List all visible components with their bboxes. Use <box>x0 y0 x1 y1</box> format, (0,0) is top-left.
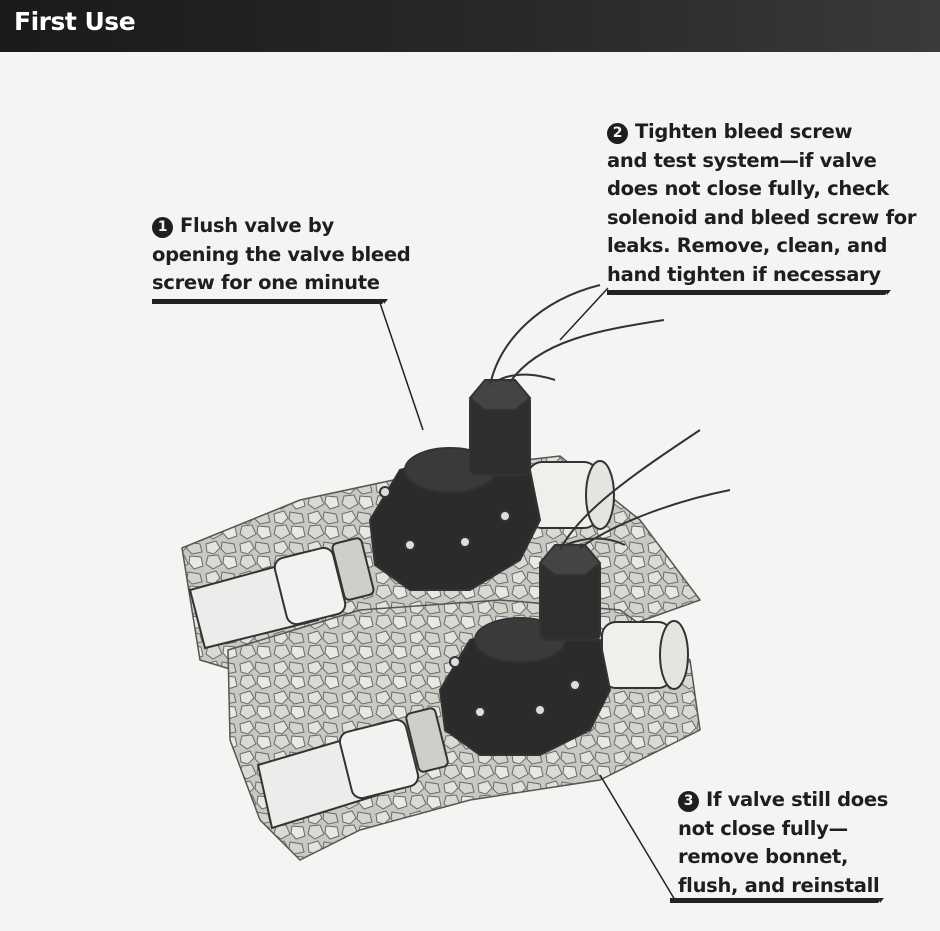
upper-valve <box>188 284 665 650</box>
leader-line-2 <box>559 287 609 341</box>
leader-line-3 <box>599 774 676 901</box>
step-1-underline <box>152 299 388 304</box>
page-title: First Use <box>14 7 136 36</box>
step-3-number: 3 <box>678 791 699 812</box>
step-3-underline <box>670 898 884 903</box>
step-1-number: 1 <box>152 217 173 238</box>
step-2-underline <box>607 290 891 295</box>
leader-line-1 <box>379 302 424 431</box>
header-bar: First Use <box>0 0 940 52</box>
lower-valve <box>256 429 731 830</box>
step-2-number: 2 <box>607 123 628 144</box>
